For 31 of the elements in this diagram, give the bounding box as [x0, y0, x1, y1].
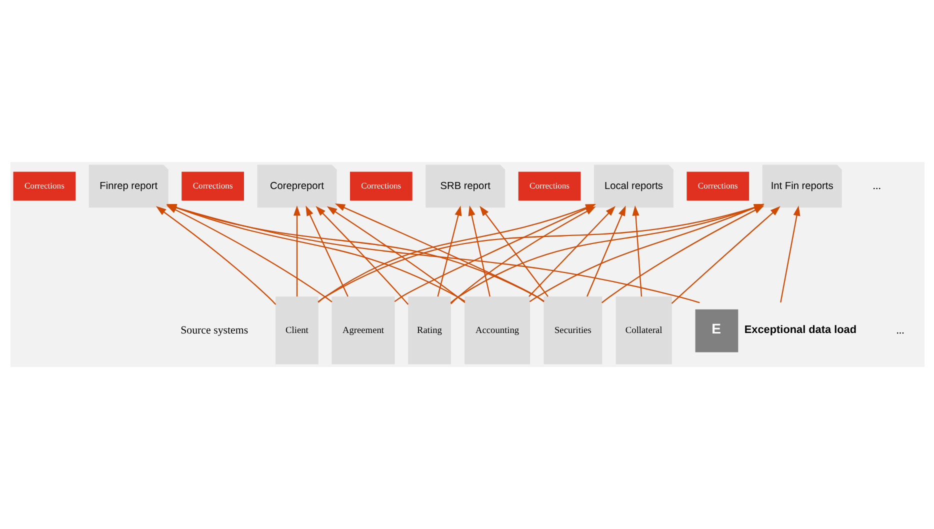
arrow [436, 206, 462, 297]
node-box: Agreement [331, 296, 394, 364]
node-box: Rating [408, 296, 450, 364]
arrow [479, 206, 548, 297]
node-box: Corrections [350, 172, 412, 201]
arrow [468, 206, 490, 297]
label: ... [872, 180, 881, 192]
arrow [528, 206, 615, 297]
node-box: Client [275, 296, 318, 364]
label: ... [896, 324, 904, 336]
node-box: Collateral [615, 296, 672, 364]
arrow [586, 206, 626, 297]
node-box: Corrections [12, 172, 76, 201]
node-box: Accounting [464, 296, 530, 364]
arrow [670, 206, 780, 304]
arrow [305, 206, 348, 297]
node-box: Corrections [181, 172, 244, 201]
arrow [326, 206, 465, 303]
arrow [632, 206, 642, 297]
arrow [780, 206, 800, 303]
node-box: Securities [543, 296, 602, 364]
node-box: Corrections [686, 172, 749, 201]
arrow [450, 206, 596, 304]
arrow [334, 204, 544, 302]
node-label: Exceptional data load [744, 324, 856, 336]
arrow [600, 206, 764, 304]
label: Source systems [180, 324, 248, 336]
arrow [292, 206, 300, 296]
arrow [315, 206, 408, 305]
node-box: Corrections [518, 172, 580, 201]
node-box: E [694, 309, 738, 352]
